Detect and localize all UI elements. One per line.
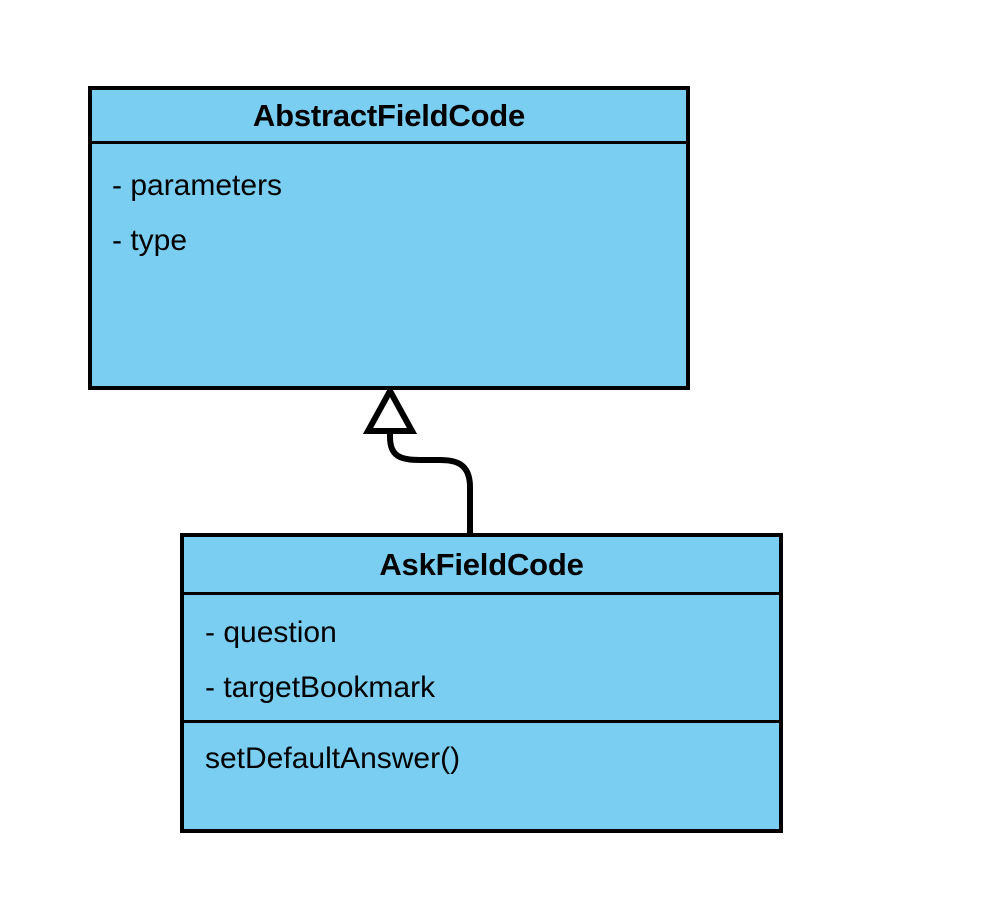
class-name-abstractfieldcode: AbstractFieldCode [252,97,526,133]
attributes-compartment-askfieldcode: - question - targetBookmark [184,592,779,720]
attribute-row: - parameters [112,169,283,202]
attribute-row: - type [112,224,188,257]
generalization-line [387,430,473,533]
uml-class-askfieldcode[interactable]: AskFieldCode - question - targetBookmark… [180,533,783,833]
operation-row: setDefaultAnswer() [205,742,461,775]
attribute-row: - question [205,616,337,649]
operations-compartment-askfieldcode: setDefaultAnswer() [184,720,779,829]
hollow-triangle-arrowhead-icon [362,384,418,434]
attributes-compartment-abstractfieldcode: - parameters - type [92,141,686,386]
attribute-row: - targetBookmark [205,671,436,704]
uml-class-abstractfieldcode[interactable]: AbstractFieldCode - parameters - type [88,86,690,390]
class-name-askfieldcode: AskFieldCode [379,546,584,582]
